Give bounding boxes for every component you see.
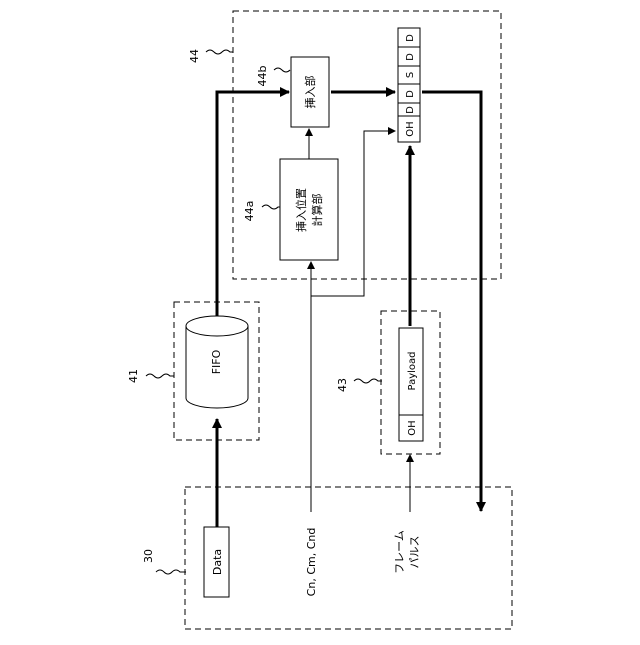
cn-cm-cnd-label: Cn, Cm, Cnd — [305, 528, 318, 597]
insert-position-calc-box — [280, 159, 338, 260]
frame-cell-d1: D — [405, 106, 416, 114]
calc-label-line1: 挿入位置 — [294, 188, 308, 232]
leader-44b — [274, 68, 290, 72]
ref-44a: 44a — [243, 201, 256, 222]
calc-label-line2: 計算部 — [310, 194, 324, 227]
arrow-frame-output — [422, 92, 481, 511]
leader-44a — [262, 205, 280, 209]
frame-cell-s: S — [405, 72, 416, 78]
frame-cell-oh: OH — [405, 121, 416, 136]
block-44-boundary — [233, 11, 501, 279]
leader-41 — [146, 374, 174, 378]
leader-44 — [206, 50, 233, 54]
ref-43: 43 — [336, 378, 349, 392]
ref-41: 41 — [127, 369, 140, 383]
oh-label-43: OH — [407, 420, 418, 435]
fifo-label: FIFO — [210, 349, 223, 374]
frame-cell-d3: D — [405, 53, 416, 61]
data-label: Data — [211, 549, 224, 575]
frame-pulse-label-line1: フレーム — [393, 530, 406, 574]
frame-cell-d4: D — [405, 34, 416, 42]
frame-pulse-label-line2: パルス — [408, 536, 421, 569]
frame-cell-d2: D — [405, 90, 416, 98]
ref-44b: 44b — [256, 65, 269, 86]
leader-30 — [156, 570, 186, 574]
ref-30: 30 — [142, 549, 155, 563]
ref-44: 44 — [188, 49, 201, 63]
insert-unit-label: 挿入部 — [303, 76, 317, 109]
block-30-boundary — [185, 487, 512, 629]
payload-label: Payload — [407, 352, 418, 391]
leader-43 — [354, 379, 382, 383]
